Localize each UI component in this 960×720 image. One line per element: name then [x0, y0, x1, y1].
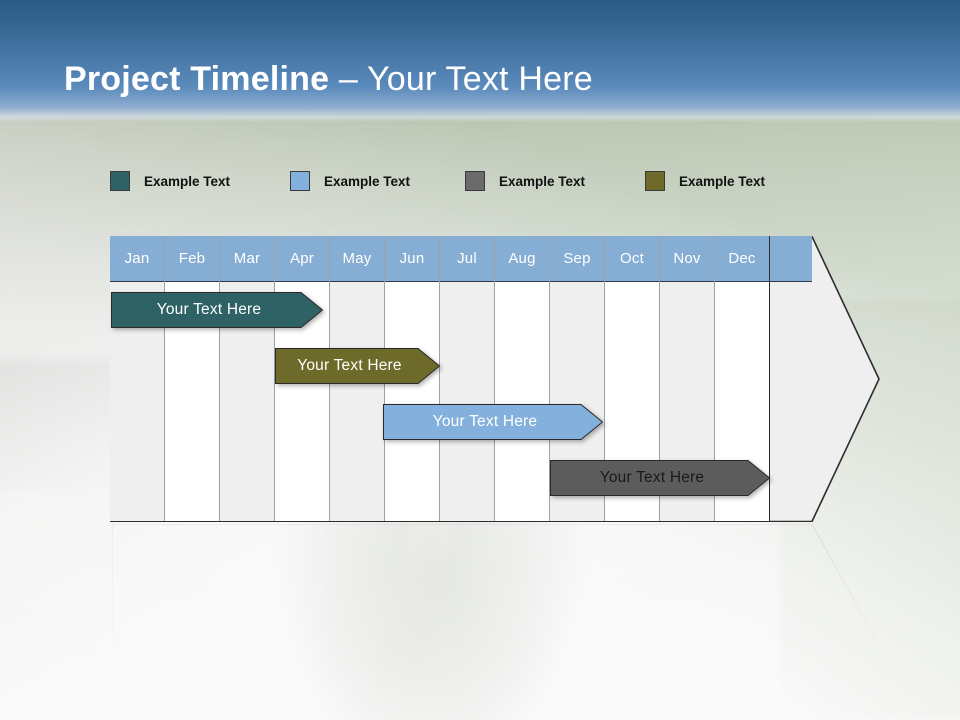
month-header-jul[interactable]: Jul	[440, 236, 494, 282]
month-cell-may	[330, 282, 384, 521]
legend-swatch-gray	[465, 171, 485, 191]
month-cell-jun	[385, 282, 439, 521]
legend-swatch-blue	[290, 171, 310, 191]
legend-item-1: Example Text	[110, 170, 230, 192]
legend-label-1: Example Text	[144, 173, 231, 189]
page-title-strong: Project Timeline	[64, 60, 330, 98]
month-header-dec[interactable]: Dec	[715, 236, 769, 282]
legend-item-3: Example Text	[465, 170, 585, 192]
task-bar-label-1: Your Text Here	[156, 301, 262, 318]
month-header-jan[interactable]: Jan	[110, 236, 164, 282]
month-header-apr[interactable]: Apr	[275, 236, 329, 282]
task-bar-1[interactable]: Your Text Here	[111, 292, 324, 328]
legend: Example Text Example Text Example Text Exam…	[110, 170, 810, 192]
month-column-aug: Aug	[495, 236, 550, 521]
legend-item-2: Example Text	[290, 170, 410, 192]
task-bar-shape-4	[550, 460, 771, 496]
header-band	[0, 0, 960, 122]
month-header-may[interactable]: May	[330, 236, 384, 282]
month-column-jan: Jan	[110, 236, 165, 521]
task-bar-3[interactable]: Your Text Here	[383, 404, 604, 440]
task-bar-shape-1	[111, 292, 324, 328]
month-header-nov[interactable]: Nov	[660, 236, 714, 282]
task-bar-shape-2	[275, 348, 441, 384]
task-bar-label-2: Your Text Here	[297, 357, 402, 374]
month-column-mar: Mar	[220, 236, 275, 521]
month-header-jun[interactable]: Jun	[385, 236, 439, 282]
month-header-oct[interactable]: Oct	[605, 236, 659, 282]
month-header-aug[interactable]: Aug	[495, 236, 549, 282]
month-header-feb[interactable]: Feb	[165, 236, 219, 282]
month-column-jul: Jul	[440, 236, 495, 521]
legend-label-4: Example Text	[679, 173, 766, 189]
task-bar-shape-3	[383, 404, 604, 440]
month-header-mar[interactable]: Mar	[220, 236, 274, 282]
month-column-feb: Feb	[165, 236, 220, 521]
page-title-light: – Your Text Here	[329, 60, 593, 98]
task-bar-label-3: Your Text Here	[432, 413, 538, 430]
month-cell-jul	[440, 282, 494, 521]
header-strip-into-arrow	[770, 236, 812, 282]
legend-swatch-teal	[110, 171, 130, 191]
month-column-may: May	[330, 236, 385, 521]
task-bar-2[interactable]: Your Text Here	[275, 348, 441, 384]
legend-swatch-olive	[645, 171, 665, 191]
month-header-sep[interactable]: Sep	[550, 236, 604, 282]
legend-item-4: Example Text	[645, 170, 765, 192]
month-cell-aug	[495, 282, 549, 521]
legend-label-3: Example Text	[499, 173, 586, 189]
page-title: Project Timeline – Your Text Here	[64, 59, 593, 99]
legend-label-2: Example Text	[324, 173, 411, 189]
month-column-jun: Jun	[385, 236, 440, 521]
task-bar-4[interactable]: Your Text Here	[550, 460, 771, 496]
task-bar-label-4: Your Text Here	[599, 469, 705, 486]
